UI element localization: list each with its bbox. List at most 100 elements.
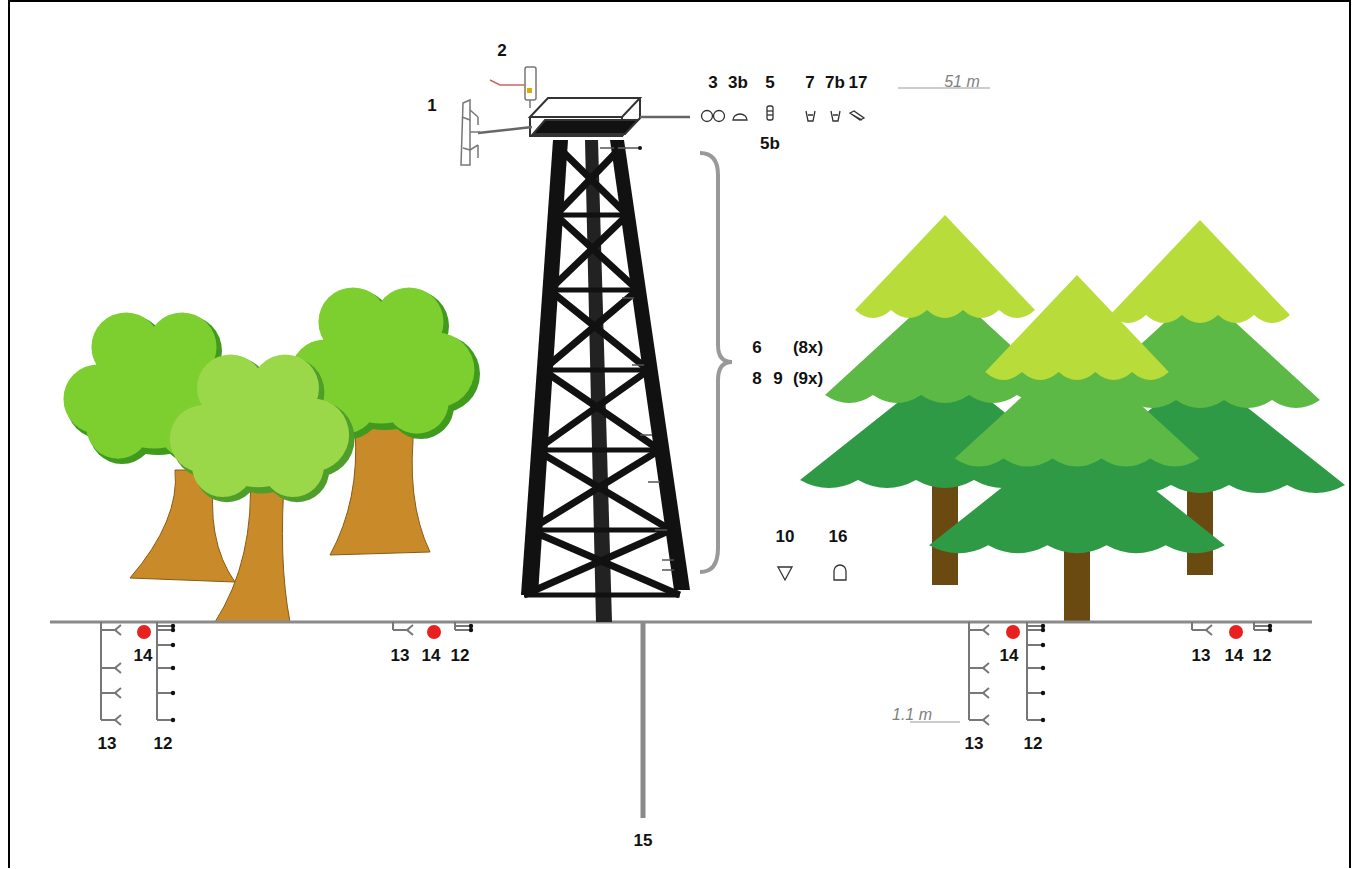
stroke: [549, 290, 648, 370]
stroke: [469, 624, 473, 628]
callout-number: 3b: [728, 74, 748, 91]
rain-gauge-symbol: [778, 567, 792, 580]
sensor: [634, 296, 638, 300]
conifer-tier: [1110, 220, 1290, 323]
sensor: [660, 480, 664, 484]
callout-number: 7b: [825, 74, 845, 91]
callout-number: 9: [773, 370, 782, 387]
temperature-sensor: [171, 666, 175, 670]
sensor: [644, 363, 648, 367]
conifer-tier: [985, 275, 1169, 380]
temperature-sensor: [1027, 692, 1042, 694]
callout-number: 13: [965, 735, 984, 752]
moisture-sensor: [101, 663, 121, 673]
heat-flux-plate: [1229, 625, 1243, 639]
stroke: [524, 593, 680, 598]
soil-moisture-string: [392, 622, 394, 630]
callout-number: 2: [497, 42, 506, 59]
temperature-sensor: [1041, 718, 1045, 722]
sensor: [674, 558, 678, 562]
stroke: [1027, 625, 1042, 627]
moisture-sensor: [1192, 625, 1212, 635]
stroke: [556, 215, 638, 290]
radiation-symbol: [834, 565, 846, 580]
canopy: [385, 370, 448, 433]
top-instruments: [702, 106, 865, 122]
callout-number: 5b: [760, 135, 780, 152]
callout-number: (9x): [793, 370, 823, 387]
temperature-sensor: [157, 629, 172, 631]
temperature-sensor: [1268, 628, 1272, 632]
stroke: [536, 450, 671, 530]
stroke: [171, 643, 175, 647]
temperature-sensor: [1041, 691, 1045, 695]
callout-number: 12: [154, 735, 173, 752]
sensor: [667, 528, 671, 532]
soil-temperature-string: [1026, 622, 1028, 720]
callout-number: 3: [708, 74, 717, 91]
callout-number: 1: [427, 97, 436, 114]
trees: [63, 215, 1345, 622]
stroke: [1027, 644, 1042, 646]
tower-leg: [585, 140, 612, 622]
canopy: [192, 435, 254, 497]
stroke: [561, 150, 627, 215]
temperature-sensor: [469, 628, 473, 632]
stroke: [1041, 624, 1045, 628]
sensor-boom: [622, 297, 636, 299]
canopy: [86, 395, 149, 458]
heat-flux-plate: [137, 625, 151, 639]
stroke: [455, 625, 470, 627]
callout-number: 14: [1000, 647, 1019, 664]
soil-moisture-string: [1191, 622, 1193, 630]
callout-number: 6: [752, 339, 761, 356]
temperature-sensor: [171, 691, 175, 695]
moisture-sensor: [101, 715, 121, 725]
sonic-anemometer: [461, 100, 480, 165]
dimension-label: 1.1 m: [892, 707, 932, 723]
callout-number: 13: [1192, 647, 1211, 664]
callout-number: 12: [1253, 647, 1272, 664]
stroke: [556, 213, 628, 218]
stroke: [171, 624, 175, 628]
frame: [9, 1, 1350, 868]
stroke: [543, 370, 660, 450]
soil-moisture-string: [100, 622, 102, 720]
conifer-tier: [855, 215, 1035, 318]
temperature-sensor: [171, 718, 175, 722]
temperature-sensor: [455, 629, 470, 631]
callout-number: 14: [134, 647, 153, 664]
soil-moisture-string: [968, 622, 970, 720]
callout-number: 12: [1024, 735, 1043, 752]
stroke: [529, 528, 670, 533]
heat-flux-plate: [427, 625, 441, 639]
stroke: [1254, 625, 1269, 627]
bracket: [700, 153, 732, 572]
sensor-boom: [662, 569, 676, 571]
callout-number: (8x): [793, 339, 823, 356]
temperature-sensor: [1041, 666, 1045, 670]
callout-number: 5: [765, 74, 774, 91]
callout-number: 14: [422, 647, 441, 664]
platform: [530, 98, 640, 136]
stroke: [536, 448, 660, 453]
moisture-sensor: [101, 625, 121, 635]
canopy: [252, 354, 319, 421]
stroke: [614, 146, 618, 150]
callout-number: 10: [776, 528, 795, 545]
moisture-sensor: [101, 688, 121, 698]
stroke: [536, 370, 649, 450]
callout-number: 7: [805, 74, 814, 91]
callout-number: 17: [849, 74, 868, 91]
stroke: [556, 150, 619, 215]
callout-number: 13: [391, 647, 410, 664]
sensor-boom: [600, 147, 640, 149]
temperature-sensor: [171, 628, 175, 632]
callout-number: 15: [634, 832, 653, 849]
stroke: [549, 215, 627, 290]
soil-temperature-string: [156, 622, 158, 720]
gas-analyser: [490, 67, 536, 108]
canopy: [374, 287, 443, 356]
temperature-sensor: [1041, 628, 1045, 632]
